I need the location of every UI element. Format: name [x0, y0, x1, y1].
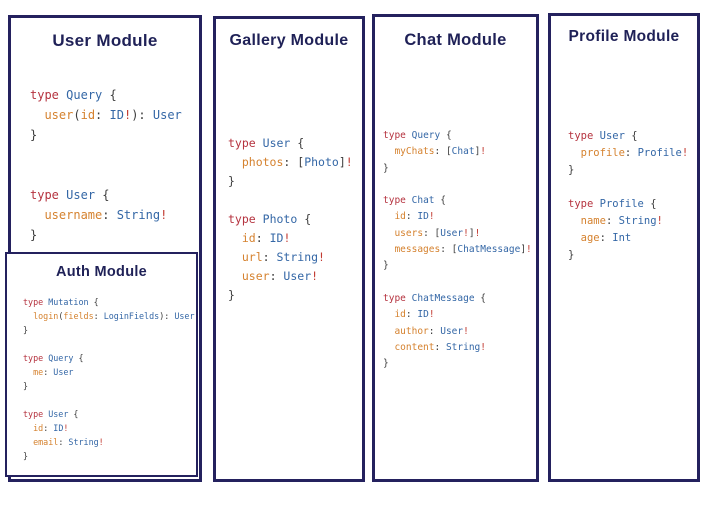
code-line: }: [30, 128, 38, 142]
user-module-title: User Module: [52, 31, 158, 50]
code-line: age: Int: [580, 232, 632, 244]
code-line: type Profile {: [568, 198, 657, 210]
user-module-panel: User Module type Query { user(id: ID!): …: [5, 15, 202, 482]
code-line: user(id: ID!): User: [44, 108, 182, 122]
code-line: photos: [Photo]!: [241, 155, 353, 169]
profile-module-code-block: type User { profile: Profile!} type Prof…: [568, 128, 688, 264]
gallery-module-title: Gallery Module: [229, 32, 349, 49]
code-line: }: [23, 325, 29, 335]
code-line: type Query {: [30, 88, 117, 102]
gallery-module-panel: Gallery Module type User { photos: [Phot…: [213, 16, 365, 482]
code-line: }: [383, 162, 389, 174]
code-line: username: String!: [44, 208, 168, 222]
code-line: type Photo {: [228, 212, 312, 226]
code-line: url: String!: [241, 250, 325, 264]
chat-module-title: Chat Module: [404, 31, 507, 49]
code-line: }: [23, 381, 29, 391]
code-line: type Query {: [23, 353, 84, 363]
auth-module-panel: Auth Module type Mutation { login(fields…: [5, 252, 198, 477]
code-line: name: String!: [580, 215, 663, 227]
gallery-module-code-block: type User { photos: [Photo]!} type Photo…: [228, 134, 353, 305]
code-line: type User {: [568, 130, 638, 142]
code-line: login(fields: LoginFields): User: [33, 311, 195, 321]
code-line: content: String!: [394, 341, 487, 353]
code-line: [30, 165, 182, 185]
code-line: [23, 337, 195, 351]
code-line: type User {: [30, 188, 110, 202]
code-line: [383, 177, 532, 193]
code-line: [568, 179, 688, 196]
code-line: myChats: [Chat]!: [394, 146, 487, 158]
code-line: email: String!: [33, 437, 104, 447]
code-line: type ChatMessage {: [383, 292, 486, 304]
code-line: me: User: [33, 367, 74, 377]
chat-module-code-block: type Query { myChats: [Chat]!} type Chat…: [383, 128, 532, 372]
code-line: [228, 191, 353, 210]
code-line: type User {: [228, 136, 305, 150]
profile-module-title: Profile Module: [568, 28, 680, 45]
code-line: user: User!: [241, 269, 319, 283]
code-line: [30, 145, 182, 165]
code-line: }: [23, 451, 29, 461]
code-line: id: ID!: [33, 423, 69, 433]
code-line: }: [568, 164, 575, 176]
code-line: [23, 393, 195, 407]
code-line: users: [User!]!: [394, 227, 481, 239]
code-line: [383, 275, 532, 291]
auth-module-title: Auth Module: [55, 264, 148, 280]
code-line: }: [383, 358, 389, 370]
code-line: id: ID!: [394, 309, 435, 321]
code-line: type User {: [23, 409, 79, 419]
code-line: messages: [ChatMessage]!: [394, 244, 532, 256]
code-line: id: ID!: [241, 231, 291, 245]
code-line: author: User!: [394, 325, 469, 337]
profile-module-panel: Profile Module type User { profile: Prof…: [548, 13, 700, 482]
code-line: type Mutation {: [23, 297, 99, 307]
code-line: type Chat {: [383, 195, 446, 207]
code-line: }: [228, 288, 235, 302]
code-line: }: [30, 228, 38, 242]
auth-module-code-block: type Mutation { login(fields: LoginField…: [23, 295, 195, 463]
code-line: }: [383, 260, 389, 272]
code-line: id: ID!: [394, 211, 435, 223]
user-module-code-block: type Query { user(id: ID!): User} type U…: [30, 85, 182, 245]
code-line: }: [568, 249, 575, 261]
chat-module-panel: Chat Module type Query { myChats: [Chat]…: [372, 14, 539, 482]
code-line: profile: Profile!: [580, 147, 689, 159]
code-line: }: [228, 174, 235, 188]
code-line: type Query {: [383, 130, 452, 141]
